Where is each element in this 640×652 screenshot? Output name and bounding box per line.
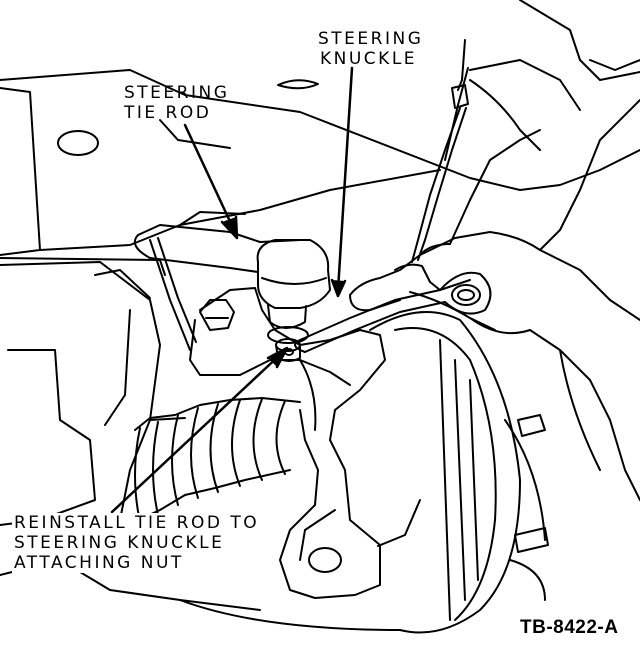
- steering-knuckle: [189, 287, 421, 599]
- leader-steering-knuckle: [336, 66, 354, 292]
- label-steering-tie-rod: STEERING TIE ROD: [124, 83, 229, 123]
- label-tie-rod-line-2: TIE ROD: [124, 103, 212, 123]
- arrowhead-tie-rod: [220, 215, 239, 240]
- vehicle-frame: [0, 69, 640, 276]
- label-attaching-nut-line-1: REINSTALL TIE ROD TO: [14, 513, 260, 533]
- label-steering-knuckle-line-1: STEERING: [318, 29, 424, 49]
- label-attaching-nut-line-3: ATTACHING NUT: [14, 553, 184, 573]
- label-attaching-nut-line-2: STEERING KNUCKLE: [14, 533, 225, 553]
- callout-leaders: [110, 66, 354, 514]
- label-attaching-nut: REINSTALL TIE ROD TO STEERING KNUCKLE AT…: [12, 513, 262, 573]
- arrowhead-steering-knuckle: [330, 278, 347, 298]
- leader-attaching-nut: [110, 350, 285, 514]
- label-tie-rod-line-1: STEERING: [124, 83, 230, 103]
- label-steering-knuckle-line-2: KNUCKLE: [320, 49, 418, 69]
- arrowhead-attaching-nut: [266, 346, 289, 369]
- sleeve: [444, 0, 640, 161]
- cv-boot: [134, 397, 301, 523]
- brake-line: [411, 39, 469, 263]
- brake-rotor: [179, 311, 549, 634]
- label-steering-knuckle: STEERING KNUCKLE: [318, 29, 423, 69]
- strut: [149, 237, 197, 351]
- figure-id: TB-8422-A: [520, 617, 619, 638]
- leader-tie-rod: [183, 123, 236, 232]
- wrench: [294, 271, 492, 353]
